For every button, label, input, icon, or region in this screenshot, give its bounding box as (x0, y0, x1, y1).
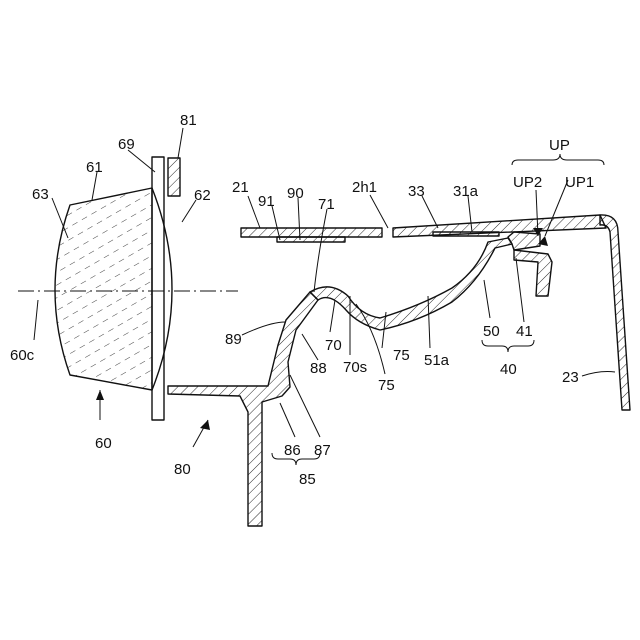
label-UP: UP (549, 137, 570, 154)
label-88: 88 (310, 360, 327, 377)
label-81: 81 (180, 112, 197, 129)
label-86: 86 (284, 442, 301, 459)
housing-80 (168, 292, 318, 526)
bracket-41 (508, 232, 540, 250)
label-33: 33 (408, 183, 425, 200)
label-89: 89 (225, 331, 242, 348)
lens-flange (152, 157, 164, 420)
label-2h1: 2h1 (352, 179, 377, 196)
plate-31a (433, 232, 499, 236)
label-75b: 75 (378, 377, 395, 394)
label-50: 50 (483, 323, 500, 340)
label-62: 62 (194, 187, 211, 204)
label-23: 23 (562, 369, 579, 386)
label-31a: 31a (453, 183, 479, 200)
label-75a: 75 (393, 347, 410, 364)
label-40: 40 (500, 361, 517, 378)
label-90: 90 (287, 185, 304, 202)
label-85: 85 (299, 471, 316, 488)
label-51a: 51a (424, 352, 450, 369)
label-UP2: UP2 (513, 174, 542, 191)
retainer-81 (168, 158, 180, 196)
plates (241, 215, 606, 242)
wall-23 (600, 215, 630, 410)
label-60c: 60c (10, 347, 35, 364)
label-80: 80 (174, 461, 191, 478)
label-UP1: UP1 (565, 174, 594, 191)
label-71: 71 (318, 196, 335, 213)
label-87: 87 (314, 442, 331, 459)
label-69: 69 (118, 136, 135, 153)
label-91: 91 (258, 193, 275, 210)
label-61: 61 (86, 159, 103, 176)
lens-body (55, 188, 152, 390)
lens-60 (55, 157, 180, 420)
label-70s: 70s (343, 359, 367, 376)
label-63: 63 (32, 186, 49, 203)
plate-21 (241, 228, 382, 237)
label-41: 41 (516, 323, 533, 340)
label-21: 21 (232, 179, 249, 196)
reflector-50 (310, 238, 512, 330)
plate-90 (277, 237, 345, 242)
label-70: 70 (325, 337, 342, 354)
label-60: 60 (95, 435, 112, 452)
